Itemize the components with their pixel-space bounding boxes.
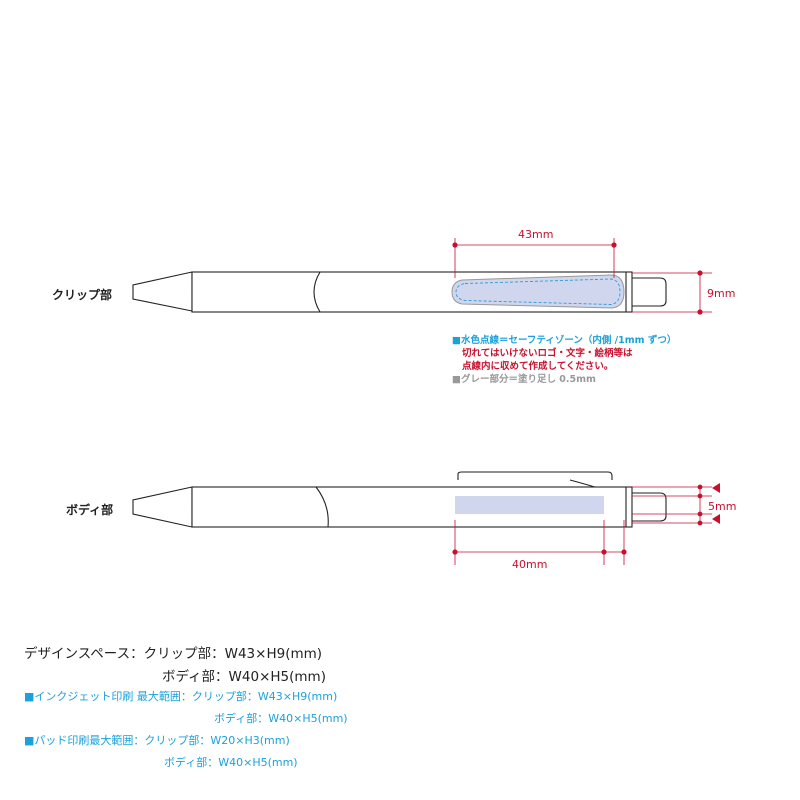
arrow-marker (712, 483, 720, 493)
pad-body-spec: ボディ部：W40×H5(mm) (164, 756, 298, 769)
design-space-spec: デザインスペース：クリップ部：W43×H9(mm) (24, 646, 323, 662)
clip-area (451, 274, 625, 309)
safety-zone-note: ■水色点線＝セーフティゾーン（内側 /1mm ずつ） (452, 335, 677, 346)
body-dimensions (452, 483, 720, 565)
body-height-dimension: 5mm (708, 500, 737, 513)
warning-note-line1: 切れてはいけないロゴ・文字・絵柄等は (462, 348, 633, 359)
clip-height-dimension: 9mm (707, 287, 736, 300)
grip-seam (315, 486, 329, 528)
inkjet-body-spec: ボディ部：W40×H5(mm) (214, 712, 348, 725)
design-space-body-spec: ボディ部：W40×H5(mm) (162, 669, 326, 685)
side-clip (457, 471, 613, 480)
clip-safety-line (455, 278, 621, 305)
warning-note-line2: 点線内に収めて作成してください。 (462, 361, 614, 372)
body-width-dimension: 40mm (512, 558, 548, 571)
inkjet-spec: ■インクジェット印刷 最大範囲：クリップ部：W43×H9(mm) (24, 690, 338, 703)
clip-view (132, 271, 667, 313)
body-view (132, 471, 667, 528)
grip-seam (313, 271, 321, 313)
body-label: ボディ部 (66, 503, 114, 517)
clip-width-dimension: 43mm (518, 228, 554, 241)
arrow-marker (712, 514, 720, 524)
pen-end-cap (632, 277, 667, 307)
body-area (455, 496, 604, 514)
clip-label: クリップ部 (52, 288, 113, 302)
pad-spec: ■パッド印刷最大範囲：クリップ部：W20×H3(mm) (24, 734, 290, 747)
pen-tip (132, 271, 193, 312)
pen-end-cap (632, 492, 667, 522)
pen-tip (132, 486, 193, 528)
clip-dimensions (452, 238, 712, 315)
bleed-note: ■グレー部分＝塗り足し 0.5mm (452, 374, 596, 385)
